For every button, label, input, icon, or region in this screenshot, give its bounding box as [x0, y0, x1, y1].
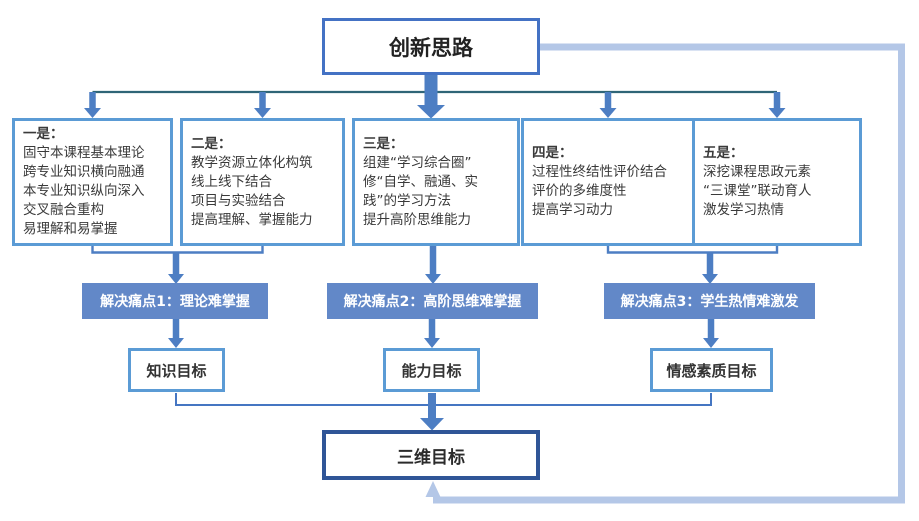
strategy-line: 践”的学习方法: [363, 192, 451, 209]
strategy-box-4: 四是： 过程性终结性评价结合 评价的多维度性 提高学习动力: [521, 118, 695, 246]
title-box: 创新思路: [322, 18, 540, 75]
strategy-line: “三课堂”联动育人: [703, 183, 812, 199]
arrow-pain2-to-goal2: [424, 319, 440, 348]
strategy-line: 教学资源立体化构筑: [191, 154, 313, 171]
arrow-rail-to-strategy-1: [84, 92, 101, 118]
strategy-box-5: 五是： 深挖课程思政元素 “三课堂”联动育人 激发学习热情: [692, 118, 862, 246]
strategy-line: 跨专业知识横向融通: [23, 164, 145, 180]
strategy-line: 交叉融合重构: [23, 202, 104, 218]
strategy-line: 易理解和易掌握: [23, 221, 118, 237]
arrow-goals-to-final: [420, 393, 444, 431]
goal-label: 知识目标: [146, 361, 207, 380]
strategy-box-1: 一是： 固守本课程基本理论 跨专业知识横向融通 本专业知识纵向深入 交叉融合重构…: [12, 118, 173, 246]
pain-point-box-1: 解决痛点1：理论难掌握: [82, 283, 268, 319]
goal-label: 情感素质目标: [666, 361, 757, 380]
strategy-line: 本专业知识纵向深入: [23, 183, 145, 199]
final-goal-label: 三维目标: [397, 447, 465, 468]
pain-point-box-2: 解决痛点2：高阶思维难掌握: [327, 283, 538, 319]
bracket-strategy-12: [91, 245, 264, 284]
arrow-pain3-to-goal3: [703, 319, 719, 348]
goal-box-ability: 能力目标: [383, 348, 480, 392]
strategy-line: 提高学习动力: [532, 202, 613, 218]
strategy-line: 修“自学、融通、实: [363, 173, 478, 190]
strategy-line: 组建“学习综合圈”: [363, 154, 472, 171]
strategy-heading: 一是：: [23, 126, 64, 142]
strategy-box-2: 二是： 教学资源立体化构筑 线上线下结合 项目与实验结合 提高理解、掌握能力: [180, 118, 345, 246]
arrow-rail-to-strategy-2: [254, 92, 271, 118]
strategy-line: 线上线下结合: [191, 173, 272, 190]
strategy-line: 提升高阶思维能力: [363, 211, 471, 228]
arrow-rail-to-strategy-4: [599, 92, 617, 118]
strategy-heading: 五是：: [703, 145, 744, 161]
page-title: 创新思路: [389, 35, 473, 60]
bracket-strategy-45: [606, 245, 779, 284]
pain-point-label: 解决痛点2：高阶思维难掌握: [343, 294, 522, 310]
strategy-heading: 四是：: [532, 145, 573, 161]
arrow-strategy3-to-pain2: [425, 245, 441, 284]
strategy-heading: 三是：: [363, 135, 404, 152]
arrow-pain1-to-goal1: [168, 319, 184, 348]
strategy-line: 提高理解、掌握能力: [191, 211, 313, 228]
pain-point-box-3: 解决痛点3：学生热情难激发: [604, 283, 815, 319]
feedback-loop-line: [425, 43, 905, 504]
goal-convergence-rail: [175, 393, 712, 406]
goal-label: 能力目标: [401, 361, 462, 380]
strategy-heading: 二是：: [191, 135, 232, 152]
strategy-line: 激发学习热情: [703, 202, 784, 218]
strategy-box-3: 三是： 组建“学习综合圈” 修“自学、融通、实 践”的学习方法 提升高阶思维能力: [352, 118, 520, 246]
arrow-rail-to-strategy-5: [768, 92, 786, 118]
goal-box-emotion: 情感素质目标: [650, 348, 773, 392]
pain-point-label: 解决痛点1：理论难掌握: [100, 294, 250, 310]
strategy-line: 评价的多维度性: [532, 183, 627, 199]
strategy-line: 固守本课程基本理论: [23, 145, 145, 161]
arrow-title-down: [417, 75, 445, 119]
strategy-line: 深挖课程思政元素: [703, 164, 811, 180]
goal-box-knowledge: 知识目标: [128, 348, 225, 392]
strategy-line: 过程性终结性评价结合: [532, 164, 667, 180]
final-goal-box: 三维目标: [322, 430, 540, 480]
pain-point-label: 解决痛点3：学生热情难激发: [620, 294, 799, 310]
strategy-line: 项目与实验结合: [191, 192, 286, 209]
